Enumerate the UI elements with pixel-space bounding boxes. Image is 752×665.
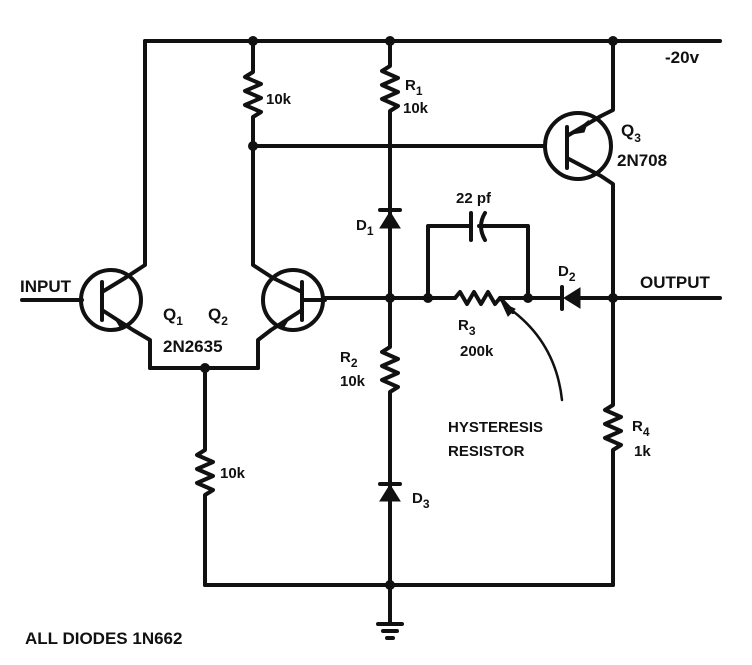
d1-diode: [378, 203, 402, 300]
d1-label: D1: [356, 217, 374, 238]
q3-transistor: [543, 39, 615, 300]
q2-collector-resistor-value: 10k: [266, 91, 292, 108]
d2-diode: [526, 285, 722, 311]
q3-part-number: 2N708: [617, 151, 667, 170]
r1-label: R1: [405, 77, 423, 98]
q1-emitter-arrow: [113, 316, 130, 328]
input-label: INPUT: [20, 277, 72, 296]
output-label: OUTPUT: [640, 273, 711, 292]
q2-label: Q2: [208, 305, 228, 328]
q2-transistor: [256, 268, 327, 370]
hysteresis-label-line2: RESISTOR: [448, 443, 525, 460]
ground-icon: [376, 583, 404, 640]
q1-transistor: [79, 268, 152, 370]
r1-value: 10k: [403, 100, 429, 117]
r3-value: 200k: [460, 343, 494, 360]
hysteresis-label-line1: HYSTERESIS: [448, 419, 543, 436]
supply-voltage-label: -20v: [665, 48, 700, 67]
q1-collector-wire: [123, 39, 147, 280]
emitter-resistor-value: 10k: [220, 465, 246, 482]
q1-q2-part-number: 2N2635: [163, 337, 223, 356]
r2-value: 10k: [340, 373, 366, 390]
r2-resistor: [380, 296, 400, 480]
r3-wiper-arrow: [500, 301, 516, 317]
emitter-resistor: [148, 363, 260, 587]
d3-diode: [378, 476, 402, 587]
q3-emitter-arrow: [570, 119, 590, 135]
capacitor-22pf: [426, 211, 530, 300]
q2-collector-resistor: [243, 39, 275, 280]
r3-label: R3: [458, 317, 476, 338]
d3-label: D3: [412, 490, 430, 511]
r4-resistor: [603, 296, 623, 587]
r2-label: R2: [340, 349, 358, 370]
q3-label: Q3: [621, 121, 641, 145]
supply-rail: [143, 36, 722, 46]
r4-label: R4: [632, 418, 650, 439]
d2-label: D2: [558, 263, 576, 284]
q2-emitter-arrow: [274, 316, 291, 328]
diode-note: ALL DIODES 1N662: [25, 629, 182, 648]
r4-value: 1k: [634, 443, 651, 460]
q1-label: Q1: [163, 305, 183, 328]
capacitor-value: 22 pf: [456, 190, 492, 207]
r3-resistor: [453, 290, 533, 317]
hysteresis-pointer: [512, 310, 564, 402]
r1-resistor: [380, 39, 400, 207]
